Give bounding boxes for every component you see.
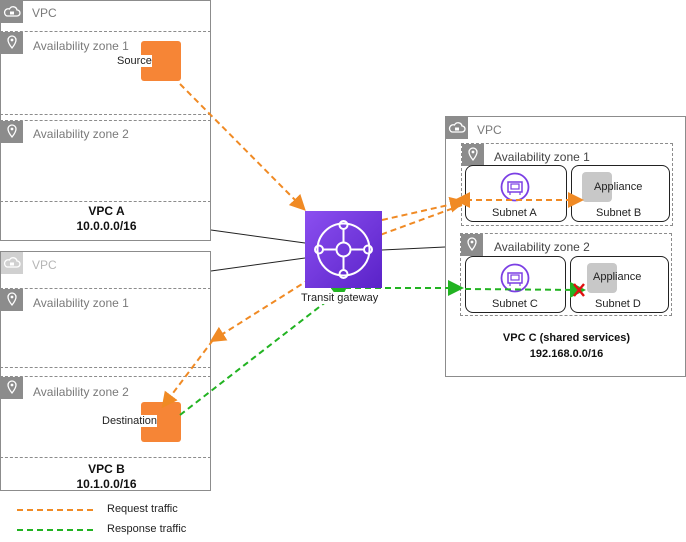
vpc-a-az1-label: Availability zone 1	[33, 39, 129, 53]
vpc-b-label: VPC	[32, 258, 57, 272]
subnet-b[interactable]: Appliance Subnet B	[571, 165, 670, 222]
legend-request-label: Request traffic	[107, 503, 178, 515]
location-pin-icon	[1, 289, 23, 311]
attachment-line-vpc-a	[210, 229, 306, 244]
response-path-subnet-c-to-d	[464, 281, 586, 298]
location-pin-icon	[461, 234, 483, 256]
vpc-c-az2: Availability zone 2 Subnet C Appliance S…	[460, 233, 672, 316]
source-label: Source	[117, 55, 152, 67]
vpc-a: VPC Availability zone 1 Availability zon…	[0, 0, 211, 241]
attachment-line-vpc-b	[210, 257, 306, 272]
appliance-box	[587, 263, 617, 293]
subnet-c-label: Subnet C	[492, 298, 538, 310]
vpc-b-az1-label: Availability zone 1	[33, 296, 129, 310]
location-pin-icon	[1, 377, 23, 399]
subnet-b-label: Subnet B	[596, 207, 642, 219]
vpc-b-cidr: 10.1.0.0/16	[76, 477, 137, 491]
request-path-tgw-to-vpcc	[381, 196, 466, 221]
location-pin-icon	[1, 121, 23, 143]
response-path-destination-to-tgw	[179, 284, 349, 416]
transit-gateway[interactable]	[305, 211, 382, 288]
location-pin-icon	[1, 32, 23, 54]
vpc-c-name: VPC C (shared services)	[502, 332, 631, 344]
vpc-b-name: VPC B	[88, 462, 125, 476]
vpc-a-cidr: 10.0.0.0/16	[76, 219, 137, 233]
vpc-a-az1: Availability zone 1	[0, 31, 211, 115]
appliance-box	[582, 172, 612, 202]
vpc-a-name: VPC A	[88, 204, 125, 218]
cloud-lock-icon	[1, 1, 23, 23]
request-path-source-to-tgw	[179, 83, 306, 211]
vpc-c-label: VPC	[477, 123, 502, 137]
x-mark-icon	[573, 283, 585, 297]
cloud-lock-icon	[446, 117, 468, 139]
legend-response-label: Response traffic	[107, 523, 187, 535]
vpc-b: VPC Availability zone 1 Availability zon…	[0, 251, 211, 491]
request-path-tgw-to-destination	[161, 339, 214, 409]
appliance-d-label: Appliance	[593, 271, 642, 283]
destination-label: Destination	[102, 415, 158, 427]
subnet-d-label: Subnet D	[595, 298, 641, 310]
vpc-c-az1-label: Availability zone 1	[494, 150, 590, 164]
vpc-a-az2-label: Availability zone 2	[33, 127, 129, 141]
attachment-line-vpc-c	[381, 246, 446, 251]
location-pin-icon	[462, 144, 484, 166]
cloud-lock-icon	[1, 252, 23, 274]
network-interface-icon	[500, 263, 530, 293]
vpc-b-az2: Availability zone 2	[0, 376, 211, 458]
vpc-c-cidr: 192.168.0.0/16	[529, 348, 604, 360]
subnet-a-label: Subnet A	[492, 207, 537, 219]
vpc-a-label: VPC	[32, 6, 57, 20]
subnet-c[interactable]: Subnet C	[465, 256, 566, 313]
transit-gateway-label: Transit gateway	[301, 292, 379, 304]
vpc-b-az2-label: Availability zone 2	[33, 385, 129, 399]
vpc-c-az2-label: Availability zone 2	[494, 240, 590, 254]
vpc-a-az2: Availability zone 2	[0, 120, 211, 202]
appliance-b-label: Appliance	[594, 181, 643, 193]
transit-gateway-icon	[314, 220, 373, 279]
